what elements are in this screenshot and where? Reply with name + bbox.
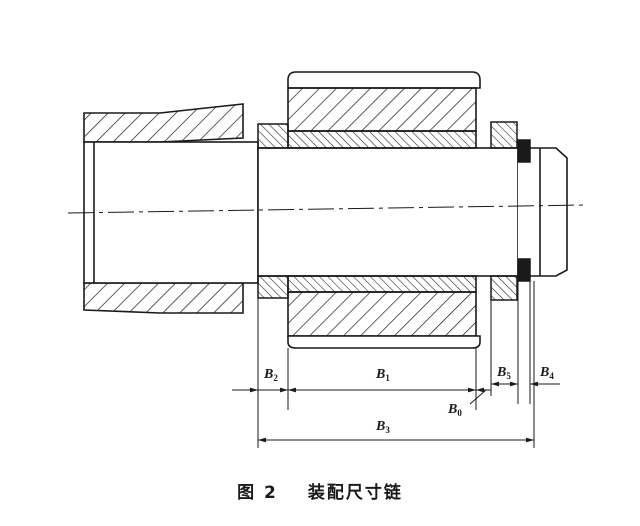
dimension-lines [232,381,560,443]
retaining-ring-upper [517,139,531,163]
retaining-ring-lower [517,258,531,282]
gear-upper-section [287,87,477,132]
centerline [67,204,586,214]
shaft-body [257,147,519,277]
gear-hub [287,71,481,349]
shaft [257,147,568,277]
label-b3: B3 [375,419,390,435]
right-washer [490,121,531,301]
label-b2: B2 [263,367,278,383]
gear-lower-bushing [287,275,477,293]
dim-b0-leader [469,389,487,405]
figure-number: 图 2 [237,483,278,503]
label-b5: B5 [496,365,511,381]
label-b4: B4 [539,365,554,381]
gear-lower-section [287,291,477,337]
left-housing [83,103,259,314]
gear-upper-bushing [287,130,477,149]
right-washer-upper [490,121,518,149]
label-b1: B1 [375,367,390,383]
label-b0: B0 [447,402,462,418]
gear-rim-bottom [287,335,481,349]
figure-caption: 图 2 装配尺寸链 [0,478,640,503]
figure-title: 装配尺寸链 [307,483,403,503]
left-spacer-lower [257,275,289,299]
left-spacer-upper [257,123,289,149]
shaft-stepped-end [518,147,568,277]
gear-rim-top [287,71,481,89]
housing-upper-section [83,103,244,143]
right-washer-lower [490,275,518,301]
housing-lower-section [83,282,244,314]
dimension-labels: B2 B1 B5 B4 B0 B3 [263,365,554,435]
